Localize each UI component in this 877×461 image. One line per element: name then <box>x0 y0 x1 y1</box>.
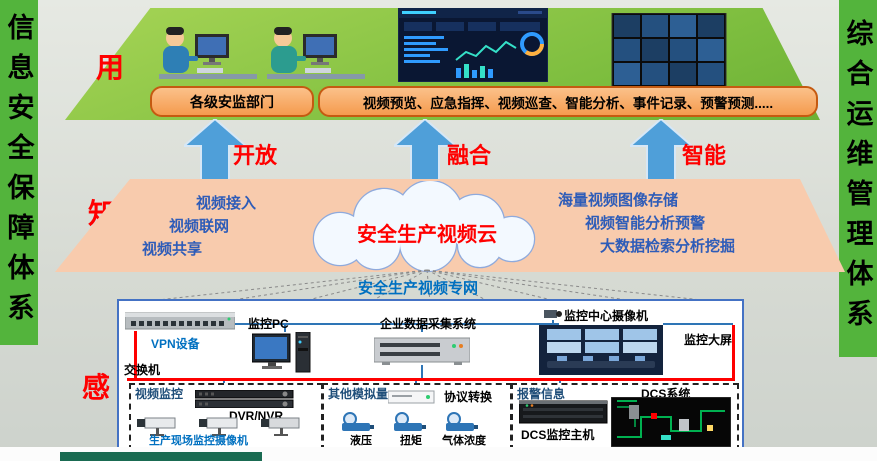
connection-line <box>552 320 554 324</box>
operators-clipart <box>159 27 365 79</box>
video-box-title: 视频监控 <box>135 387 184 401</box>
connection-line <box>663 323 733 325</box>
big-screen-label: 监控大屏 <box>684 333 733 347</box>
sensor-icon <box>394 412 426 431</box>
private-network-label: 安全生产视频专网 <box>358 280 479 297</box>
arrow-label-intelligent: 智能 <box>682 143 727 168</box>
monitoring-pc-label: 监控PC <box>248 317 289 331</box>
cloud-feature-video-share: 视频共享 <box>142 241 203 258</box>
cloud-title: 安全生产视频云 <box>357 224 497 246</box>
sensor-icon <box>446 412 478 431</box>
layer-label-sense: 感 <box>82 372 111 403</box>
sensor-label-gas: 气体浓度 <box>442 435 486 447</box>
switch-label: 交换机 <box>124 363 161 377</box>
video-wall-image <box>611 13 727 101</box>
alarm-dcs-box: 报警信息 DCS系统 DCS监控主机 <box>511 383 739 451</box>
cloud-feature-storage: 海量视频图像存储 <box>558 192 679 209</box>
up-arrow-fusion-icon <box>394 119 456 181</box>
right-banner-text: 综合运维管理体系 <box>842 18 873 339</box>
layer-label-use: 用 <box>96 52 125 83</box>
features-box: 视频预览、应急指挥、视频巡查、智能分析、事件记录、预警预测..... <box>318 86 818 117</box>
dept-box: 各级安监部门 <box>150 86 314 117</box>
red-trunk-line <box>134 331 137 379</box>
dept-box-label: 各级安监部门 <box>190 93 274 110</box>
analog-signals-box: 其他模拟量 协议转换 液压 扭矩 气体浓度 <box>322 383 512 451</box>
bottom-teal-bar <box>60 452 262 461</box>
dcs-host-label: DCS监控主机 <box>521 428 595 442</box>
connection-line <box>233 323 559 325</box>
cloud-feature-bigdata: 大数据检索分析挖掘 <box>600 238 736 255</box>
alarm-box-title: 报警信息 <box>517 387 566 401</box>
analytics-dashboard-image <box>398 8 548 82</box>
connection-line <box>421 365 423 378</box>
left-system-banner: 信息安全保障体系 <box>0 0 38 345</box>
left-banner-text: 信息安全保障体系 <box>3 12 34 333</box>
dcs-host-icon <box>519 400 608 424</box>
perception-layer-box: VPN设备 交换机 监控PC 企业数据采集系统 监控中心摄像机 <box>117 299 744 457</box>
right-system-banner: 综合运维管理体系 <box>839 0 877 357</box>
arrow-label-open: 开放 <box>233 143 278 168</box>
data-collector-label: 企业数据采集系统 <box>380 317 477 331</box>
cloud-feature-video-access: 视频接入 <box>196 195 257 212</box>
analog-box-title: 其他模拟量 <box>328 387 389 401</box>
connection-line <box>421 325 423 332</box>
up-arrow-open-icon <box>184 119 246 181</box>
sensor-icon <box>342 412 374 431</box>
switch-icon <box>125 312 235 330</box>
network-fan-lines <box>139 269 721 303</box>
site-cameras-icon <box>137 417 300 436</box>
features-box-label: 视频预览、应急指挥、视频巡查、智能分析、事件记录、预警预测..... <box>362 95 774 111</box>
protocol-converter-label: 协议转换 <box>444 390 493 404</box>
center-camera-label: 监控中心摄像机 <box>564 309 649 323</box>
up-arrow-intelligent-icon <box>630 119 692 181</box>
connection-line <box>284 325 286 332</box>
control-room-image <box>539 325 663 375</box>
dvr-icon <box>195 390 294 408</box>
data-collector-icon <box>374 337 470 365</box>
cloud-feature-analysis-warning: 视频智能分析预警 <box>585 215 706 232</box>
site-cameras-label: 生产现场监控摄像机 <box>149 435 248 447</box>
protocol-converter-icon <box>388 390 435 404</box>
red-trunk-line <box>732 325 735 378</box>
video-surveillance-box: 视频监控 DVR/NVR <box>129 383 323 451</box>
sensor-label-torque: 扭矩 <box>400 435 422 447</box>
monitoring-pc-icon <box>252 332 311 373</box>
sensor-label-hydraulic: 液压 <box>350 435 372 447</box>
center-camera-icon <box>544 310 562 318</box>
vpn-device-label: VPN设备 <box>151 337 200 351</box>
arrow-label-fusion: 融合 <box>447 143 492 168</box>
cloud-feature-video-network: 视频联网 <box>169 218 230 235</box>
red-bus-line <box>127 378 735 381</box>
dcs-screen-image <box>611 397 731 447</box>
